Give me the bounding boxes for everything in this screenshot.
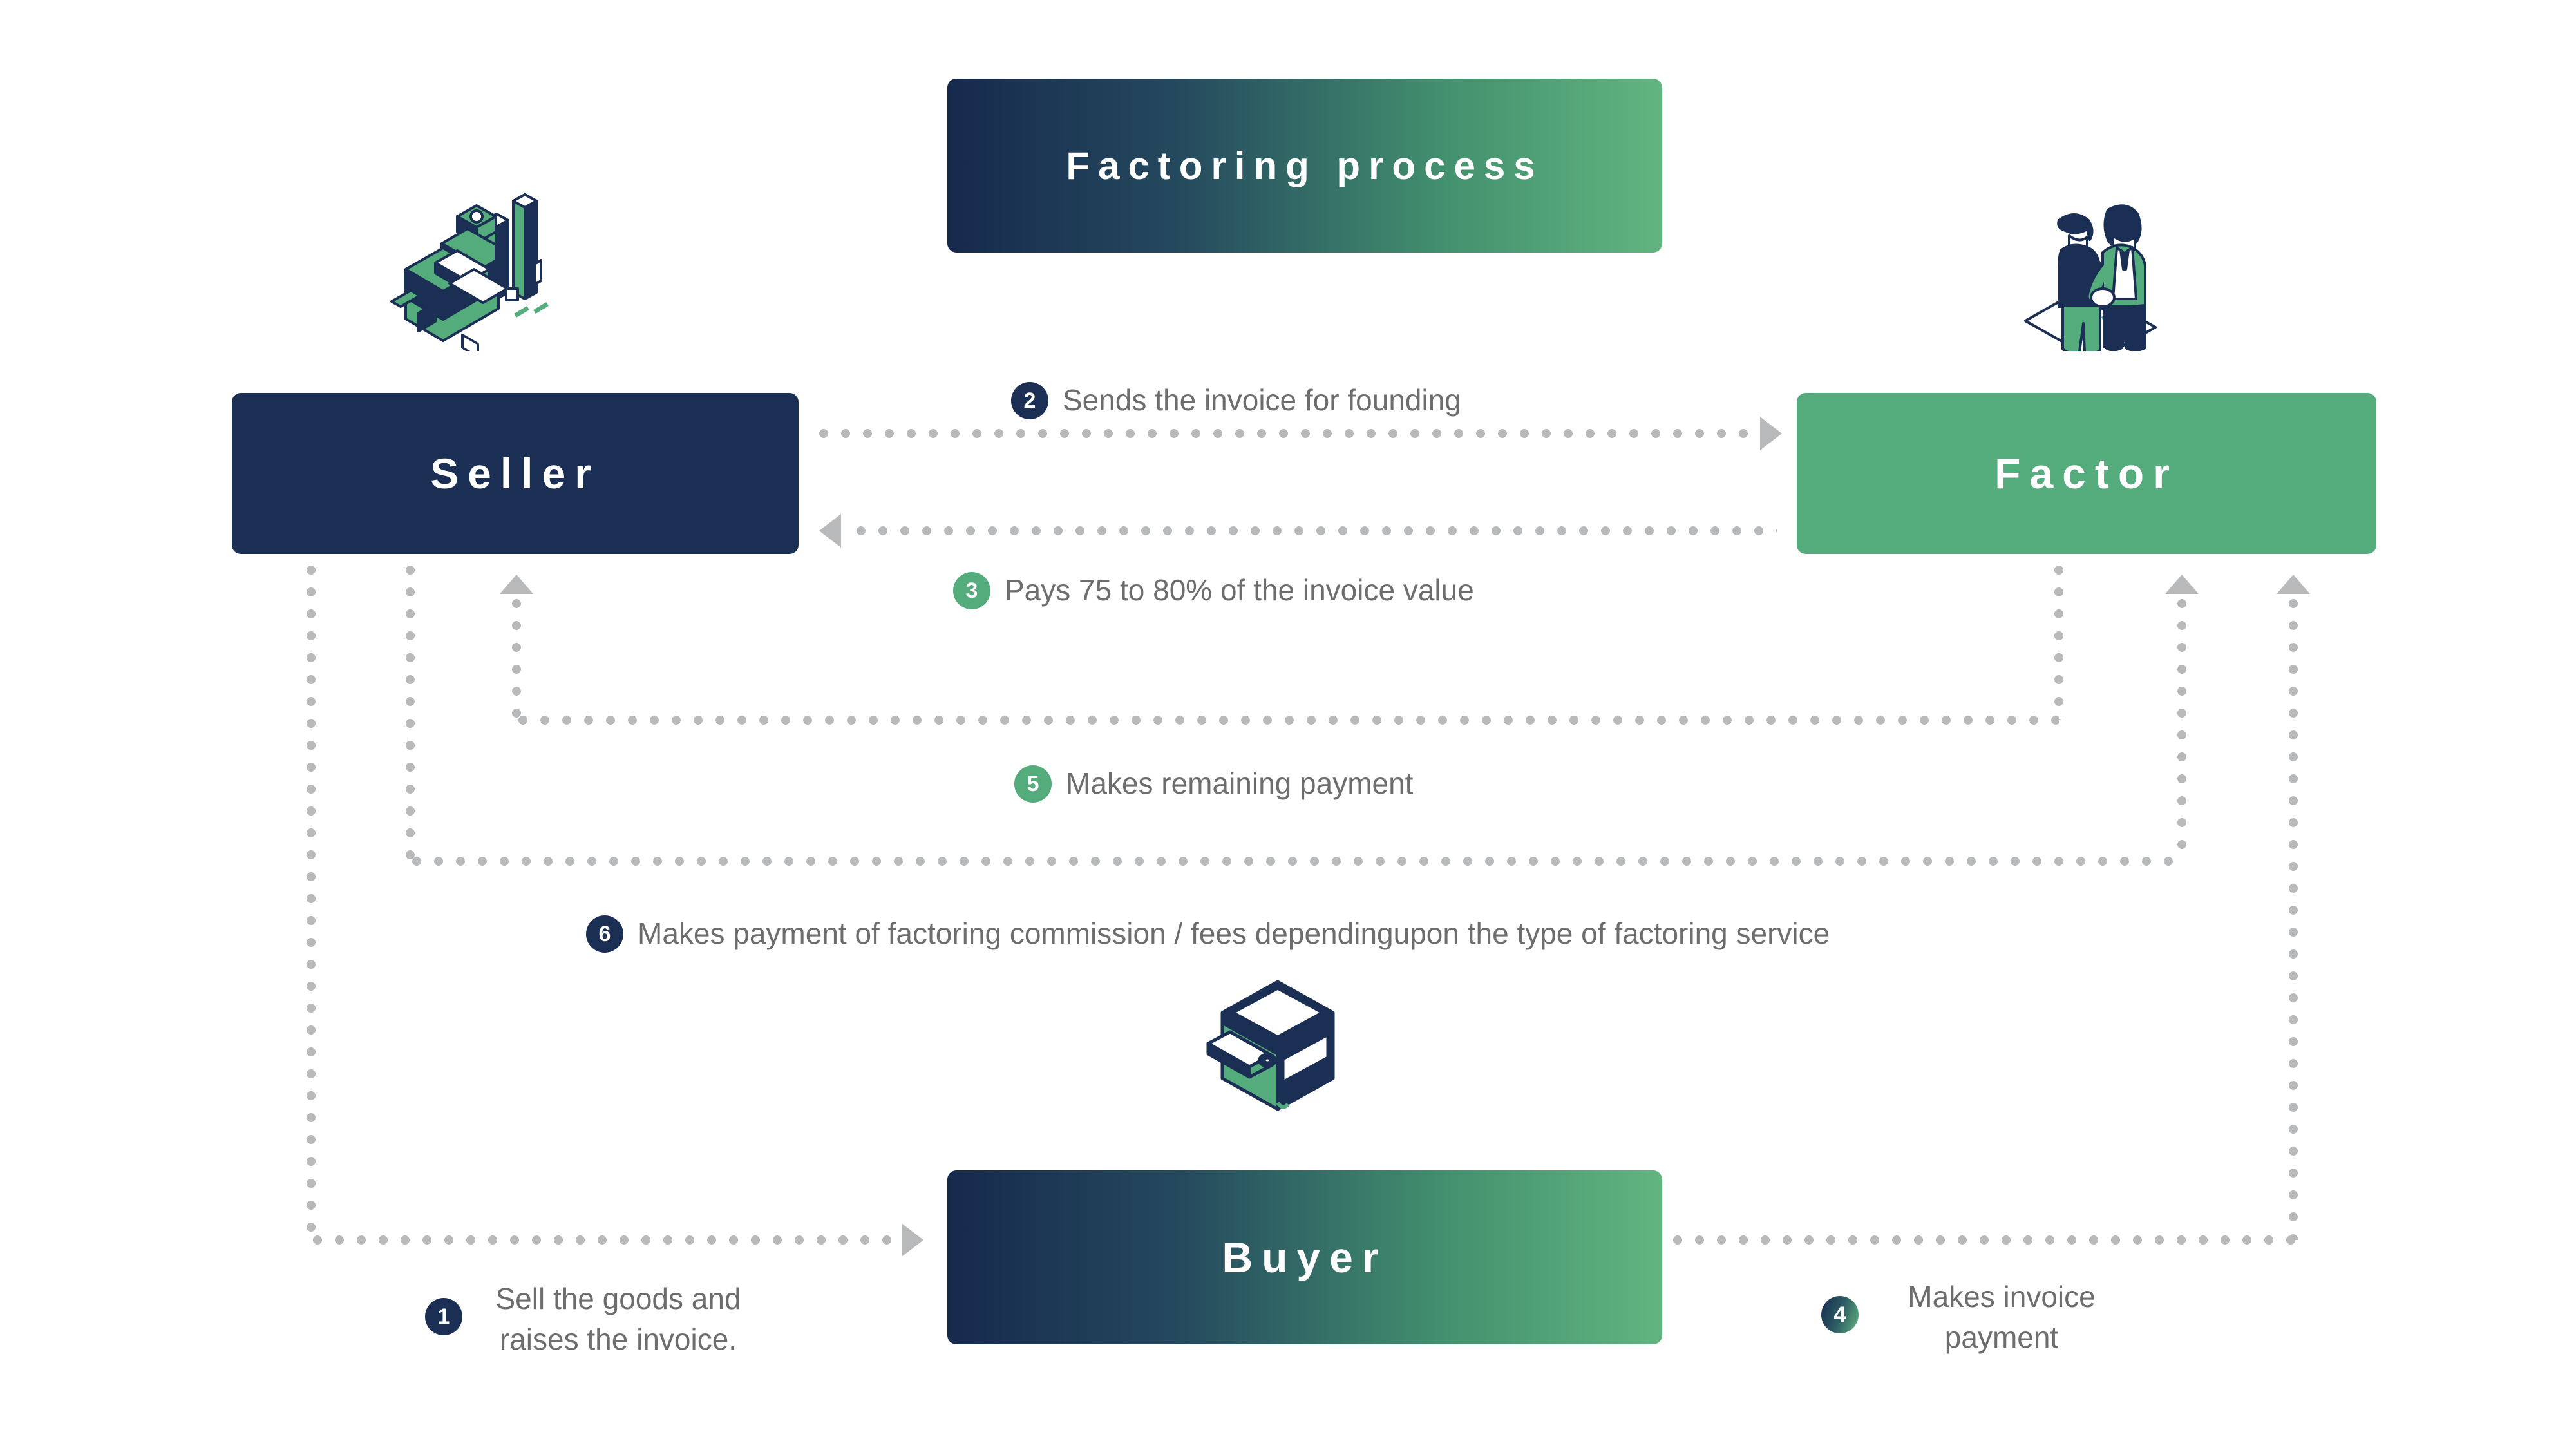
diagram-title: Factoring process — [1066, 144, 1544, 187]
entity-seller-label: Seller — [430, 450, 600, 497]
step-text-1-line2: raises the invoice. — [499, 1322, 737, 1357]
connector-step-4-vertical — [2289, 593, 2298, 1240]
step-label-3: 3 Pays 75 to 80% of the invoice value — [953, 570, 1474, 611]
connector-step-2 — [813, 429, 1759, 438]
step-text-2: Sends the invoice for founding — [1063, 383, 1461, 417]
step-text-1: Sell the goods and raises the invoice. — [477, 1279, 760, 1360]
connector-step-5-right-vertical — [2054, 559, 2063, 720]
step-label-5: 5 Makes remaining payment — [1014, 763, 1413, 804]
connector-step-6-left-vertical — [406, 559, 415, 861]
step-label-2: 2 Sends the invoice for founding — [1011, 380, 1461, 421]
step-text-4-line2: payment — [1944, 1321, 2059, 1355]
arrowhead-step-3 — [819, 514, 841, 548]
step-text-5: Makes remaining payment — [1066, 767, 1414, 800]
entity-factor-label: Factor — [1994, 450, 2179, 497]
step-text-4: Makes invoice payment — [1873, 1277, 2130, 1359]
step-label-6: 6 Makes payment of factoring commission … — [586, 913, 1830, 954]
printer-illustration — [1206, 980, 1335, 1111]
connector-step-1-horizontal — [307, 1235, 902, 1245]
arrowhead-step-5 — [500, 575, 533, 594]
arrowhead-step-6 — [2165, 575, 2199, 594]
factory-illustration — [390, 193, 549, 351]
arrowhead-step-1 — [902, 1223, 923, 1257]
diagram-title-box: Factoring process — [947, 79, 1662, 253]
handshake-illustration — [2024, 204, 2157, 351]
connector-step-6-right-vertical — [2177, 593, 2186, 861]
step-badge-6: 6 — [586, 915, 623, 953]
step-text-4-line1: Makes invoice — [1908, 1280, 2096, 1313]
entity-factor: Factor — [1797, 393, 2376, 554]
connector-step-4-horizontal — [1667, 1235, 2298, 1245]
entity-seller: Seller — [232, 393, 799, 554]
step-label-4: 4 Makes invoice payment — [1821, 1277, 2130, 1359]
step-badge-2: 2 — [1011, 381, 1048, 419]
step-text-1-line1: Sell the goods and — [495, 1282, 741, 1315]
step-text-6: Makes payment of factoring commission / … — [638, 917, 1830, 950]
arrowhead-step-2 — [1760, 417, 1782, 450]
connector-step-6-horizontal — [406, 857, 2182, 866]
step-label-1: 1 Sell the goods and raises the invoice. — [425, 1279, 760, 1360]
entity-buyer: Buyer — [947, 1170, 1662, 1344]
step-badge-5: 5 — [1014, 765, 1052, 803]
connector-step-3 — [850, 526, 1777, 535]
entity-buyer-label: Buyer — [1222, 1234, 1388, 1281]
step-badge-1: 1 — [425, 1298, 462, 1335]
connector-step-5-horizontal — [512, 716, 2059, 725]
step-badge-3: 3 — [953, 571, 990, 609]
connector-step-5-left-vertical — [512, 593, 521, 720]
step-badge-4: 4 — [1821, 1296, 1859, 1333]
step-text-3: Pays 75 to 80% of the invoice value — [1005, 573, 1474, 607]
connector-step-1-vertical — [307, 559, 316, 1240]
arrowhead-step-4 — [2277, 575, 2310, 594]
